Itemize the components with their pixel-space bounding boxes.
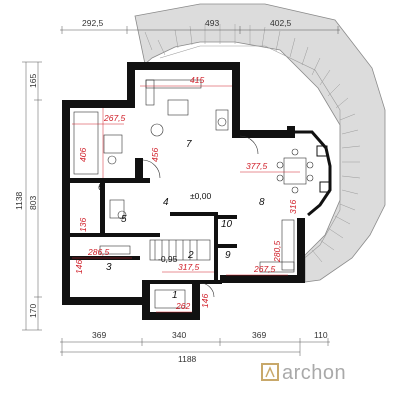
archon-logo-text: archon	[282, 362, 346, 384]
inner-dim-146-left: 146	[74, 260, 84, 274]
dim-left-170: 170	[28, 304, 38, 318]
bay-window	[290, 130, 332, 217]
inner-dim-317-5: 317,5	[178, 262, 200, 272]
inner-dimension-lines	[72, 85, 300, 313]
inner-dim-267-5-bottom: 267,5	[253, 264, 276, 274]
dim-left-803: 803	[28, 196, 38, 210]
walls	[62, 62, 305, 320]
archon-logo: archon	[261, 362, 346, 384]
terrace	[134, 3, 386, 283]
dimension-lines	[22, 26, 340, 356]
dim-bottom-369-right: 369	[252, 330, 266, 340]
room-number-9: 9	[225, 250, 231, 261]
room-number-7: 7	[186, 139, 192, 150]
furniture	[73, 79, 314, 309]
inner-dim-262: 262	[175, 301, 190, 311]
archon-logo-mark-icon	[261, 363, 279, 381]
level-main: ±0,00	[190, 191, 211, 201]
dim-top-3: 402,5	[270, 18, 292, 28]
inner-dim-136: 136	[78, 218, 88, 232]
dim-bottom-340: 340	[172, 330, 186, 340]
inner-dim-286-5: 286,5	[87, 247, 110, 257]
room-number-3: 3	[106, 262, 112, 273]
inner-dim-146-bottom: 146	[200, 294, 210, 308]
room-number-6: 6	[98, 182, 104, 193]
inner-dim-415: 415	[190, 75, 204, 85]
inner-dim-316: 316	[288, 200, 298, 214]
level-lower: -0,95	[158, 254, 178, 264]
dim-top-1: 292,5	[82, 18, 104, 28]
room-number-4: 4	[163, 197, 169, 208]
inner-dim-280-5: 280,5	[272, 240, 282, 263]
dim-bottom-369-left: 369	[92, 330, 106, 340]
dim-left-1138: 1138	[14, 191, 24, 210]
room-number-1: 1	[172, 290, 178, 301]
room-number-5: 5	[121, 214, 127, 225]
inner-dim-406: 406	[78, 148, 88, 162]
room-number-10: 10	[221, 219, 233, 230]
inner-dim-267-5-top: 267,5	[103, 113, 126, 123]
inner-dim-377-5: 377,5	[246, 161, 268, 171]
dim-top-2: 493	[205, 18, 219, 28]
dim-bottom-total: 1188	[178, 354, 197, 364]
room-number-8: 8	[259, 197, 265, 208]
dim-left-165: 165	[28, 74, 38, 88]
dim-bottom-110: 110	[314, 330, 328, 340]
inner-dim-456: 456	[150, 148, 160, 162]
room-number-2: 2	[187, 250, 194, 261]
